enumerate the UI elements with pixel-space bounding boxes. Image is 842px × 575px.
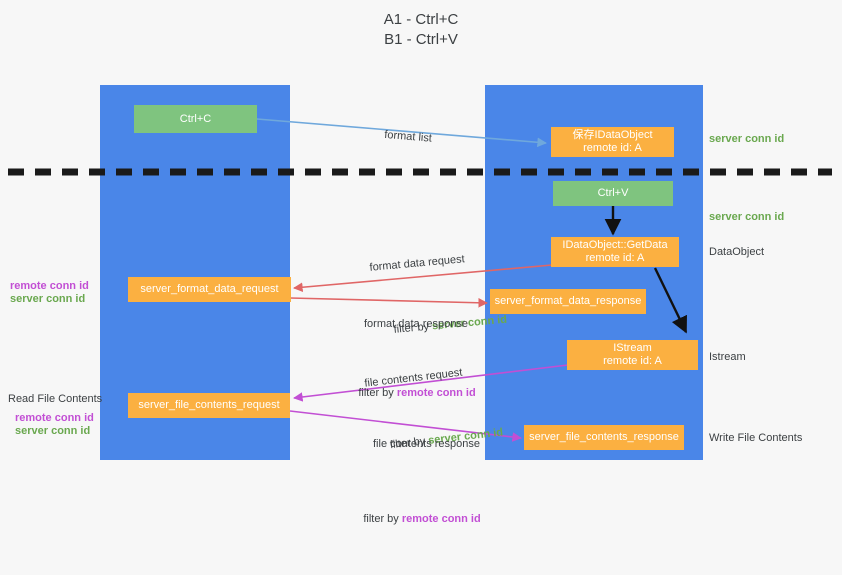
box-store-idataobject[interactable]: 保存IDataObject remote id: A	[551, 127, 674, 157]
right-label-istream: Istream	[709, 351, 746, 363]
box-istream[interactable]: IStream remote id: A	[567, 340, 698, 370]
connector-layer	[8, 118, 832, 442]
box-server-format-data-response-label: server_format_data_response	[494, 295, 642, 307]
right-label-server-conn-id-2: server conn id	[709, 211, 785, 223]
page-title-line-1: A1 - Ctrl+C	[383, 11, 459, 28]
box-server-format-data-request-label: server_format_data_request	[140, 283, 279, 295]
box-istream-line-2: remote id: A	[603, 355, 662, 367]
edge-label-file-contents-response-text: file contents response	[373, 438, 481, 450]
left-label-server-conn-id-2: server conn id	[15, 425, 91, 437]
right-label-server-conn-id-1: server conn id	[709, 133, 785, 145]
box-server-file-contents-request[interactable]: server_file_contents_request	[128, 393, 290, 418]
box-ctrl-v-label: Ctrl+V	[597, 187, 629, 199]
diagram-canvas: A1 - Ctrl+C B1 - Ctrl+V A1 remote B1 con…	[8, 11, 832, 525]
edge-label-format-data-request-text: format data request	[369, 253, 466, 274]
edge-label-file-contents-response: file contents response filter by remote …	[345, 404, 481, 575]
connector-format-data-request	[293, 264, 553, 293]
box-server-file-contents-request-label: server_file_contents_request	[138, 399, 280, 411]
connector-file-contents-response	[289, 410, 522, 442]
edge-label-format-data-response-filter: filter by remote conn id	[340, 369, 476, 417]
box-istream-line-1: IStream	[613, 342, 652, 354]
box-ctrl-v[interactable]: Ctrl+V	[553, 181, 673, 206]
connector-format-data-response	[289, 297, 488, 308]
edge-label-file-contents-response-filter: filter by remote conn id	[345, 495, 481, 543]
left-label-remote-conn-id-1: remote conn id	[10, 280, 89, 292]
box-store-idataobject-line-1: 保存IDataObject	[572, 129, 653, 141]
edge-label-format-list: format list	[370, 110, 434, 163]
edge-label-format-data-response: format data response filter by remote co…	[340, 284, 476, 449]
connector-file-contents-request	[293, 364, 569, 402]
left-label-server-conn-id-1: server conn id	[10, 293, 86, 305]
filter-value: remote conn id	[401, 513, 481, 525]
box-idataobject-getdata-line-2: remote id: A	[585, 252, 645, 264]
box-server-file-contents-response-label: server_file_contents_response	[529, 431, 679, 443]
left-label-remote-conn-id-2: remote conn id	[15, 412, 94, 424]
edge-label-format-list-text: format list	[383, 128, 433, 145]
box-ctrl-c-label: Ctrl+C	[179, 112, 212, 125]
edge-label-file-contents-request-text: file contents request	[363, 366, 464, 390]
box-idataobject-getdata-line-1: IDataObject::GetData	[562, 239, 668, 251]
edge-label-format-data-response-text: format data response	[364, 318, 468, 330]
box-server-file-contents-response[interactable]: server_file_contents_response	[524, 425, 684, 450]
connector-getdata-to-istream	[653, 267, 688, 334]
box-server-format-data-response[interactable]: server_format_data_response	[490, 289, 646, 314]
box-server-format-data-request[interactable]: server_format_data_request	[128, 277, 291, 302]
page-title-line-2: B1 - Ctrl+V	[384, 31, 458, 48]
right-label-write-file-contents: Write File Contents	[709, 432, 803, 444]
box-idataobject-getdata[interactable]: IDataObject::GetData remote id: A	[551, 237, 679, 267]
connector-format-list	[256, 118, 547, 148]
filter-value: remote conn id	[396, 387, 476, 399]
box-ctrl-c[interactable]: Ctrl+C	[134, 105, 257, 133]
filter-prefix: filter by	[358, 387, 397, 399]
filter-prefix: filter by	[363, 513, 402, 525]
box-store-idataobject-line-2: remote id: A	[583, 142, 642, 154]
left-label-read-file-contents: Read File Contents	[8, 393, 103, 405]
right-label-dataobject: DataObject	[709, 246, 765, 258]
